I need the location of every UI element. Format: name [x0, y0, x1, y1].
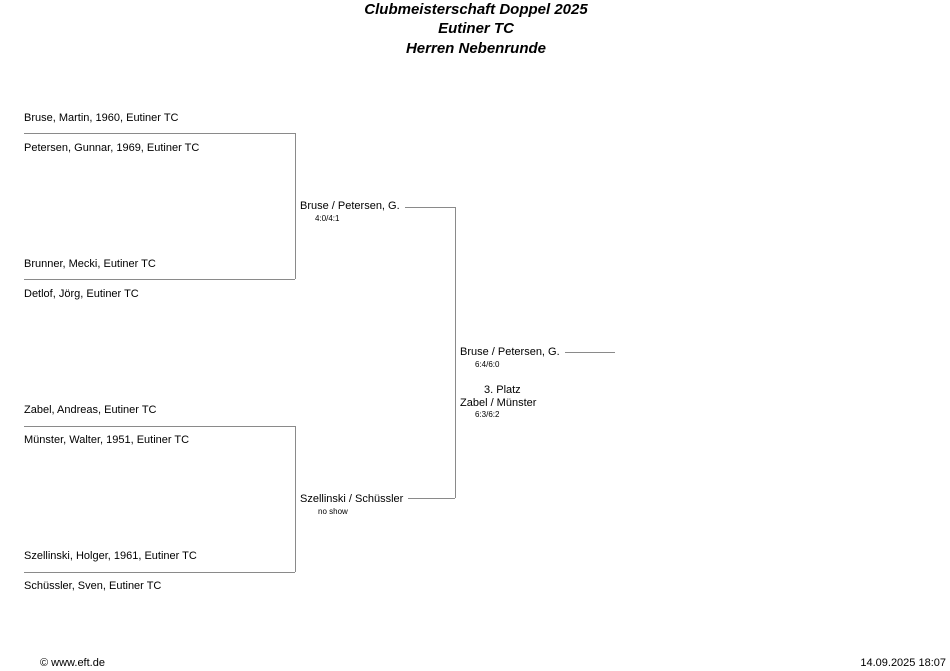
bracket-line	[24, 572, 295, 573]
player-entry: Bruse, Martin, 1960, Eutiner TC	[24, 112, 179, 124]
copyright-link[interactable]: © www.eft.de	[40, 657, 105, 669]
final-winner: Bruse / Petersen, G.	[460, 346, 560, 358]
bracket-line	[408, 498, 455, 499]
round2-winner: Szellinski / Schüssler	[300, 493, 404, 505]
bracket-line	[24, 426, 295, 427]
player-entry: Petersen, Gunnar, 1969, Eutiner TC	[24, 142, 200, 154]
match-score: 6:3/6:2	[475, 410, 500, 419]
bracket-line	[295, 133, 296, 279]
bracket-line	[455, 207, 456, 498]
tournament-title: Clubmeisterschaft Doppel 2025	[364, 1, 588, 18]
bracket-line	[565, 352, 615, 353]
print-timestamp: 14.09.2025 18:07	[860, 657, 946, 669]
match-score: 4:0/4:1	[315, 214, 340, 223]
player-entry: Brunner, Mecki, Eutiner TC	[24, 258, 156, 270]
player-entry: Detlof, Jörg, Eutiner TC	[24, 288, 139, 300]
bracket-line	[24, 279, 295, 280]
bracket-line	[405, 207, 455, 208]
draw-name: Herren Nebenrunde	[405, 40, 547, 57]
match-score: no show	[318, 507, 348, 516]
player-entry: Münster, Walter, 1951, Eutiner TC	[24, 434, 190, 446]
bracket-line	[24, 133, 295, 134]
player-entry: Zabel, Andreas, Eutiner TC	[24, 404, 157, 416]
player-entry: Szellinski, Holger, 1961, Eutiner TC	[24, 550, 197, 562]
third-place-winner: Zabel / Münster	[460, 397, 537, 409]
player-entry: Schüssler, Sven, Eutiner TC	[24, 580, 162, 592]
round2-winner: Bruse / Petersen, G.	[300, 200, 400, 212]
club-name: Eutiner TC	[438, 20, 514, 37]
bracket-line	[295, 426, 296, 572]
match-score: 6:4/6:0	[475, 360, 500, 369]
third-place-label: 3. Platz	[484, 384, 521, 396]
